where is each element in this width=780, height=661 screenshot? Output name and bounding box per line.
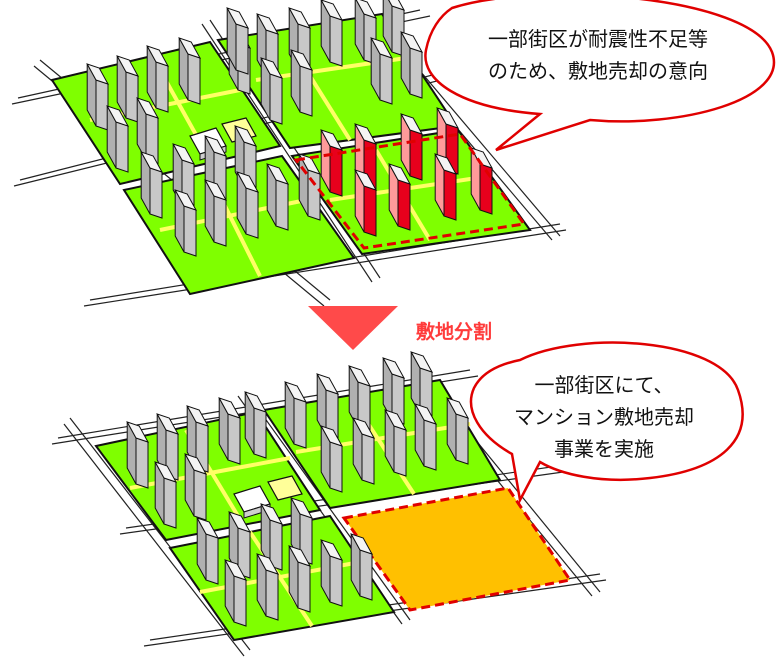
callout-bottom-line1: 一部街区にて、 [535, 373, 674, 397]
buildings-gray-top [86, 0, 424, 257]
building-slab [126, 421, 150, 489]
building-slab [446, 397, 470, 465]
building-slab [320, 129, 344, 197]
building-slab [256, 553, 280, 621]
buildings-gray-bottom [126, 351, 470, 627]
down-arrow-icon [308, 306, 398, 350]
buildings-target-top [320, 107, 494, 237]
building-slab [260, 57, 284, 125]
callout-bottom: 一部街区にて、 マンション敷地売却 事業を実施 [469, 341, 744, 504]
arrow-label: 敷地分割 [416, 320, 492, 343]
building-slab [290, 49, 314, 117]
building-slab [226, 7, 250, 75]
building-slab [224, 559, 248, 627]
scene-before [11, 0, 579, 307]
callout-top: 一部街区が耐震性不足等 のため、敷地売却の意向 [424, 0, 776, 152]
building-slab [116, 55, 140, 123]
building-slab [370, 37, 394, 105]
building-slab [284, 381, 308, 449]
building-slab [236, 171, 260, 239]
building-slab [174, 189, 198, 257]
building-slab [348, 365, 372, 433]
building-slab [320, 539, 344, 607]
building-slab [244, 391, 268, 459]
building-slab [316, 373, 340, 441]
building-slab [186, 405, 210, 473]
building-slab [288, 545, 312, 613]
building-slab [204, 179, 228, 247]
callout-top-line2: のため、敷地売却の意向 [488, 59, 708, 83]
callout-bottom-line2: マンション敷地売却 [514, 405, 694, 429]
building-slab [140, 151, 164, 219]
building-slab [184, 453, 208, 521]
building-slab [156, 413, 180, 481]
building-slab [146, 45, 170, 113]
building-slab [434, 153, 458, 221]
building-slab [388, 163, 412, 231]
building-slab [384, 409, 408, 477]
transition-arrow: 敷地分割 [308, 306, 492, 350]
vacant-site-block [341, 486, 573, 612]
building-slab [106, 105, 130, 173]
scene-after [51, 351, 607, 657]
building-slab [410, 351, 434, 419]
building-slab [196, 517, 220, 585]
building-slab [320, 425, 344, 493]
building-slab [320, 0, 344, 67]
building-slab [266, 163, 290, 231]
building-slab [414, 403, 438, 471]
building-slab [400, 31, 424, 99]
building-slab [154, 461, 178, 529]
building-slab [298, 153, 322, 221]
building-slab [260, 503, 284, 571]
building-slab [178, 37, 202, 105]
callout-top-line1: 一部街区が耐震性不足等 [488, 27, 708, 51]
building-slab [218, 397, 242, 465]
building-slab [86, 63, 110, 131]
building-slab [354, 169, 378, 237]
callout-bottom-line3: 事業を実施 [554, 437, 654, 461]
building-slab [350, 533, 374, 601]
building-slab [352, 417, 376, 485]
